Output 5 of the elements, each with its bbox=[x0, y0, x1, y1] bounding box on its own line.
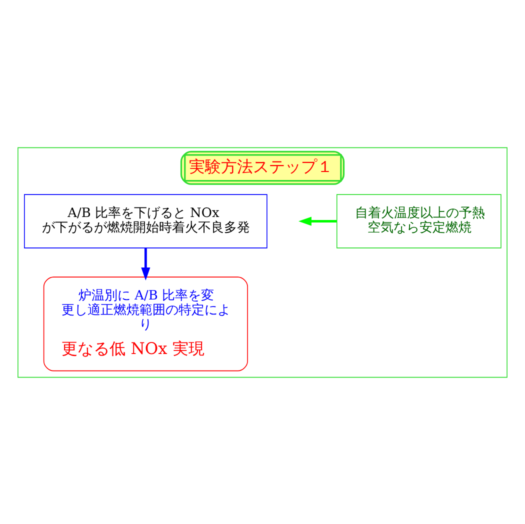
node-box: 自着火温度以上の予熱空気なら安定燃焼 bbox=[336, 194, 502, 248]
node-box: A/B 比率を下げると NOx が下がるが燃焼開始時着火不良多発 bbox=[24, 194, 268, 248]
arrow bbox=[141, 248, 150, 280]
node-box: 炉温別に A/B 比率を変更し適正燃焼範囲の特定により 更なる低 NOx 実現 bbox=[43, 276, 248, 371]
arrow bbox=[298, 216, 337, 226]
